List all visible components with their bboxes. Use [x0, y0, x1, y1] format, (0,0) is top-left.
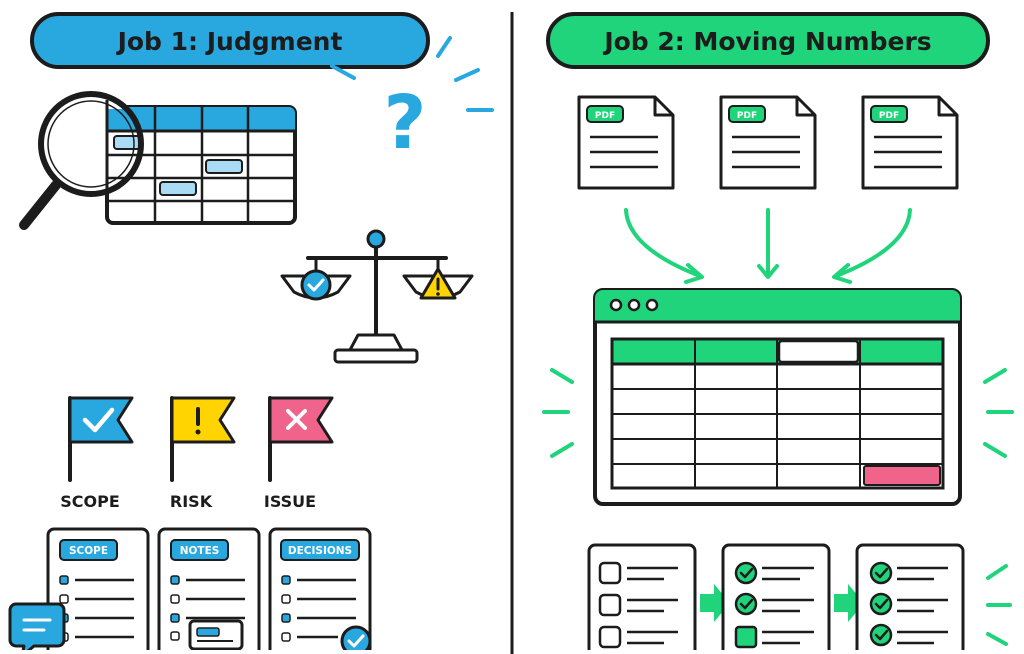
- card-scope: SCOPE: [46, 527, 150, 650]
- question-mark-glyph: ?: [384, 80, 427, 166]
- x-icon: [286, 409, 307, 430]
- balance-scale-icon: [280, 229, 474, 364]
- magnifying-glass-icon: [19, 91, 144, 230]
- next-arrow-icon: [834, 584, 864, 622]
- pdf-document-3: PDF: [861, 95, 959, 190]
- left-title-pill: Job 1: Judgment: [30, 12, 430, 69]
- pdf-document-1: PDF: [577, 95, 675, 190]
- question-mark-icon: ?: [330, 36, 494, 166]
- flag-risk: RISK: [170, 396, 236, 511]
- pdf-document-2: PDF: [719, 95, 817, 190]
- flag-issue: ISSUE: [264, 396, 334, 511]
- card-tag-notes: NOTES: [180, 545, 220, 557]
- spreadsheet-window-icon: [593, 288, 962, 506]
- flag-label-issue: ISSUE: [264, 492, 316, 511]
- flag-scope: SCOPE: [60, 396, 134, 511]
- inspected-table: [105, 105, 297, 225]
- checklist-partial: [721, 543, 831, 650]
- flow-arrows: [624, 208, 912, 284]
- arrow-left: [624, 208, 702, 278]
- arrow-right: [834, 208, 912, 278]
- warning-icon: [419, 267, 457, 300]
- checklist-unchecked: [587, 543, 697, 650]
- flag-label-risk: RISK: [170, 492, 213, 511]
- chat-bubble-icon: [8, 602, 66, 650]
- exclamation-icon: [195, 407, 201, 435]
- pdf-badge-1: PDF: [595, 111, 615, 121]
- check-icon: [300, 269, 332, 301]
- card-notes: NOTES: [157, 527, 261, 650]
- card-decisions: DECISIONS: [268, 527, 372, 650]
- left-title: Job 1: Judgment: [116, 27, 343, 56]
- card-tag-decisions: DECISIONS: [288, 545, 352, 557]
- pdf-badge-2: PDF: [737, 111, 757, 121]
- flag-label-scope: SCOPE: [60, 492, 120, 511]
- next-arrow-icon: [700, 584, 730, 622]
- right-title: Job 2: Moving Numbers: [602, 27, 931, 56]
- checklist-complete: [855, 543, 965, 650]
- check-icon: [340, 625, 372, 650]
- check-icon: [82, 407, 115, 433]
- sparkle-lines: [542, 368, 1014, 646]
- card-tag-scope: SCOPE: [69, 545, 108, 557]
- pdf-badge-3: PDF: [879, 111, 899, 121]
- right-title-pill: Job 2: Moving Numbers: [546, 12, 990, 69]
